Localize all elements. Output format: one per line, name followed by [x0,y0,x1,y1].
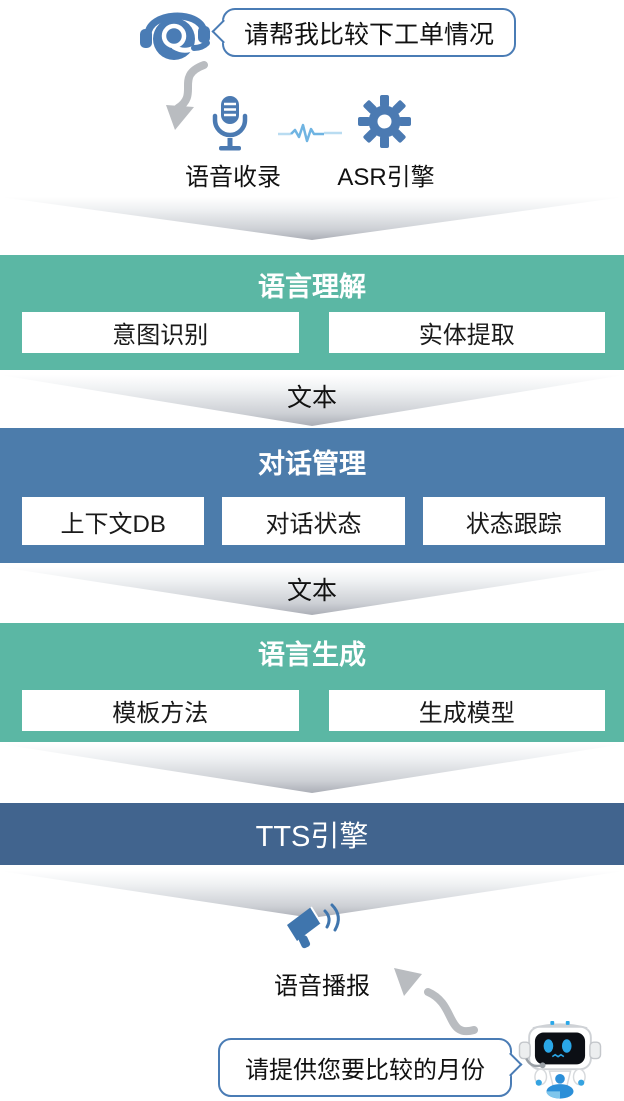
voice-broadcast-label: 语音播报 [274,973,370,1000]
stage-tts-engine: TTS引擎 [0,803,624,865]
stage-title-nlu: 语言理解 [258,272,366,302]
microphone-icon [212,96,248,151]
stage-dialog-management: 对话管理 上下文DB 对话状态 状态跟踪 [0,428,624,563]
stage-title-nlg: 语言生成 [258,640,366,670]
curved-down-arrow [166,61,208,130]
voice-capture-label: 语音收录 [185,164,281,191]
curved-up-arrow [394,968,478,1036]
megaphone-icon [287,903,340,949]
gear-icon [358,95,411,148]
stage-title-tts: TTS引擎 [255,821,369,853]
nlg-items-row: 模板方法 生成模型 [22,690,605,731]
asr-engine-label: ASR引擎 [337,164,435,191]
flow-chevron-2 [0,744,624,793]
user-speech-bubble: 请帮我比较下工单情况 [222,8,516,57]
dm-item-dialog-state: 对话状态 [222,497,405,545]
dm-item-context-db: 上下文DB [22,497,205,545]
connector-text-label-1: 文本 [286,384,337,412]
user-speech-text: 请帮我比较下工单情况 [243,20,494,49]
stage-language-generation: 语言生成 模板方法 生成模型 [0,623,624,742]
nlu-items-row: 意图识别 实体提取 [22,312,605,353]
stage-language-understanding: 语言理解 意图识别 实体提取 [0,255,624,370]
waveform-icon [278,123,342,143]
bot-speech-text: 请提供您要比较的月份 [245,1057,485,1084]
nlg-item-template: 模板方法 [22,690,299,731]
flow-chevron-1 [0,197,624,240]
nlu-item-entity: 实体提取 [328,312,605,353]
connector-text-label-2: 文本 [286,577,337,605]
nlu-item-intent: 意图识别 [22,312,299,353]
robot-icon [518,1020,602,1099]
agent-headset-icon [140,12,210,60]
dm-items-row: 上下文DB 对话状态 状态跟踪 [22,497,605,545]
nlg-item-generative-model: 生成模型 [328,690,605,731]
dm-item-state-tracking: 状态跟踪 [422,497,605,545]
bot-speech-bubble: 请提供您要比较的月份 [218,1038,512,1097]
stage-title-dm: 对话管理 [258,449,366,479]
